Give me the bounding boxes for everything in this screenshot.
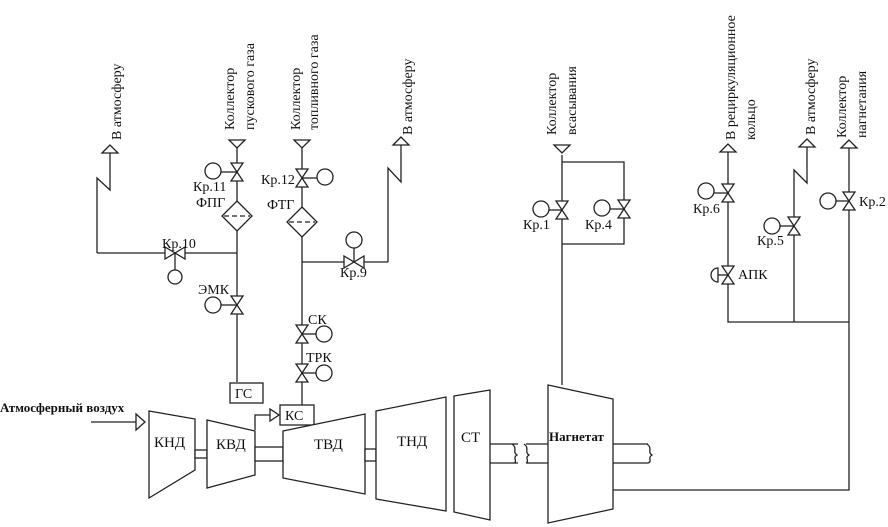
label-kr10: Кр.10 [162,237,196,252]
discharge-line [613,322,850,491]
valve-kr2[interactable] [819,191,856,211]
valve-sk[interactable] [295,324,333,344]
air-inlet-arrow-icon [135,412,146,432]
compressor-knd [148,410,196,500]
label-kvd: КВД [216,437,246,453]
label-atm-air: Атмосферный воздух [0,400,125,415]
compressor-kvd [206,419,256,489]
label-discharge-1: Коллектор [835,76,850,138]
label-kr6: Кр.6 [693,202,720,217]
valve-kr4[interactable] [593,199,631,219]
fuel-gas-arrow-icon [293,139,311,149]
label-ftg: ФТГ [267,198,294,213]
valve-trk[interactable] [295,363,333,383]
turbine-st [453,389,491,521]
label-kr11: Кр.11 [193,180,226,195]
label-recirc-1: В рециркуляционное [724,15,739,140]
label-sk: СК [308,313,327,328]
suction-arrow-icon [553,144,571,154]
label-apk: АПК [738,268,768,283]
filter-fpg [221,200,253,232]
label-kr9: Кр.9 [340,266,367,281]
output-shaft [613,443,654,464]
box-gs [229,382,264,404]
label-to-atm-2: В атмосферу [401,58,416,135]
recirc-line [727,152,849,323]
label-start-gas-2: пускового газа [243,42,258,130]
vent-arrow-icon [101,144,119,154]
label-discharge-2: нагнетания [855,70,870,138]
label-tnd: ТНД [397,434,427,450]
valve-kr10[interactable] [164,246,186,285]
vent-line-3 [793,138,816,322]
label-kr1: Кр.1 [523,218,550,233]
start-gas-arrow-icon [228,139,246,149]
label-ks: КС [285,409,303,424]
label-fuel-gas-2: топливного газа [307,34,322,130]
label-recirc-2: кольцо [744,99,759,140]
valve-kr5[interactable] [763,216,801,236]
label-kr5: Кр.5 [757,234,784,249]
filter-ftg [286,206,318,238]
label-fpg: ФПГ [196,196,225,211]
valve-kr1[interactable] [532,200,569,220]
air-to-ks-arrow-icon [269,407,281,423]
valve-kr6[interactable] [697,182,735,203]
label-tvd: ТВД [314,437,343,453]
label-knd: КНД [154,435,185,451]
label-kr12: Кр.12 [261,173,295,188]
label-emk: ЭМК [198,283,230,298]
label-start-gas-1: Коллектор [223,68,238,130]
vent-arrow-icon [392,136,410,146]
label-fuel-gas-1: Коллектор [289,68,304,130]
vent-arrow-icon [798,138,816,148]
label-to-atm-1: В атмосферу [110,63,125,140]
valve-kr9[interactable] [343,231,365,269]
turbine-tnd [375,396,447,512]
discharge-arrow-icon [840,139,858,149]
compressor-nagnetatel [547,384,614,524]
label-kr2: Кр.2 [859,195,886,210]
turbine-tvd [282,413,366,495]
label-st: СТ [461,430,480,446]
label-gs: ГС [235,387,252,402]
label-suction-2: всасывания [565,66,580,135]
recirc-arrow-icon [719,143,737,153]
label-trk: ТРК [306,351,332,366]
vent-line-2 [387,136,410,262]
valve-kr12[interactable] [295,168,334,188]
label-nagnetatel: Нагнетат [549,429,604,444]
label-suction-1: Коллектор [545,73,560,135]
valve-apk[interactable] [710,265,735,285]
valve-kr11[interactable] [204,162,244,182]
valve-emk[interactable] [204,295,244,315]
label-to-atm-3: В атмосферу [804,58,819,135]
shaft-coupling [490,443,548,464]
label-kr4: Кр.4 [585,218,612,233]
